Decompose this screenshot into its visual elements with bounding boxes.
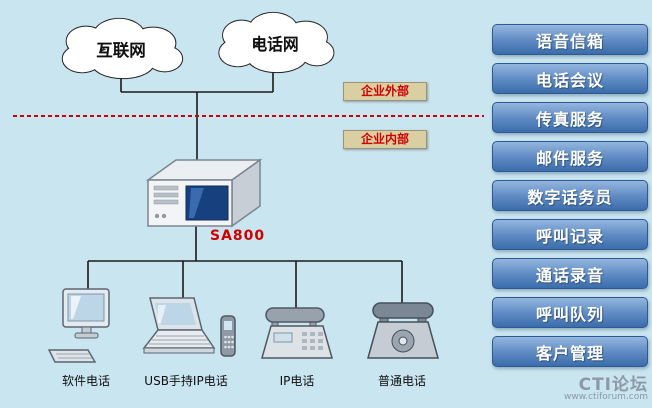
desktop-computer-icon (48, 288, 110, 363)
device-label-usb-ip-phone: USB手持IP电话 (144, 374, 228, 388)
cloud-telephone-network: 电话网 (218, 11, 335, 74)
cloud-internet-label: 互联网 (96, 41, 146, 60)
laptop-with-usb-handset-icon (142, 297, 236, 357)
sidebar-button-conference[interactable]: 电话会议 (492, 63, 648, 94)
server-label: SA800 (210, 228, 266, 244)
ip-desk-phone-icon (261, 307, 333, 359)
cloud-internet: 互联网 (61, 17, 184, 80)
sidebar-button-auto-attendant[interactable]: 数字话务员 (492, 180, 648, 211)
sidebar-button-call-log[interactable]: 呼叫记录 (492, 219, 648, 250)
sidebar-button-mail[interactable]: 邮件服务 (492, 141, 648, 172)
watermark-url: www.ctiforum.com (563, 392, 648, 402)
pbx-server-icon (145, 158, 263, 228)
device-label-softphone: 软件电话 (61, 374, 111, 388)
watermark-brand: CTI论坛 (578, 375, 648, 395)
zone-label-enterprise-internal: 企业内部 (343, 130, 427, 149)
sidebar-button-customer-management[interactable]: 客户管理 (492, 336, 648, 367)
sidebar-button-voicemail[interactable]: 语音信箱 (492, 24, 648, 55)
device-label-analog-phone: 普通电话 (377, 374, 427, 388)
analog-desk-phone-icon (367, 302, 439, 359)
sidebar-button-call-queue[interactable]: 呼叫队列 (492, 297, 648, 328)
sidebar-button-fax[interactable]: 传真服务 (492, 102, 648, 133)
device-label-ip-phone: IP电话 (279, 374, 315, 388)
zone-label-enterprise-external: 企业外部 (343, 82, 427, 101)
sidebar-button-call-recording[interactable]: 通话录音 (492, 258, 648, 289)
cloud-telephone-network-label: 电话网 (251, 34, 298, 53)
